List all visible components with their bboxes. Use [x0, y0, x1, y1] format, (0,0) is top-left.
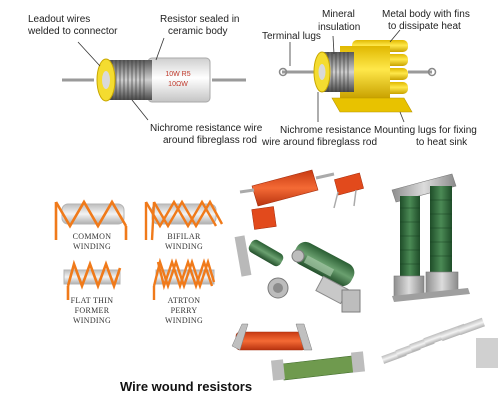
bifilar-winding: BIFILAR WINDING	[144, 199, 224, 251]
vertical-mounted-resistors-photo	[391, 173, 470, 302]
label-mineral-1: Mineral	[322, 9, 355, 20]
flat-winding-label-3: WINDING	[73, 316, 111, 325]
ayrton-winding-label-1: ATRTON	[168, 296, 201, 305]
label-mineral-2: insulation	[318, 22, 360, 33]
label-nichrome-1: Nichrome resistance wire	[150, 123, 263, 134]
ayrton-winding-label-3: WINDING	[165, 316, 203, 325]
label-metal-2: to dissipate heat	[388, 21, 461, 32]
bifilar-winding-label-1: BIFILAR	[167, 232, 201, 241]
flat-thin-former-winding: FLAT THIN FORMER WINDING	[63, 259, 122, 325]
label-leadout-1: Leadout wires	[28, 14, 90, 25]
adjustable-green-resistor-photo	[291, 241, 361, 313]
label-mounting-2: to heat sink	[416, 137, 468, 148]
metal-clad-resistor-diagram: Terminal lugs Mineral insulation Metal b…	[261, 9, 477, 148]
body-marking-2: 10ΩW	[168, 81, 188, 88]
common-winding-label-2: WINDING	[73, 242, 111, 251]
small-ceramic-resistors-photo	[381, 317, 498, 368]
label-nichrome-2: around fibreglass rod	[163, 135, 257, 146]
common-winding-label-1: COMMON	[73, 232, 112, 241]
ceramic-resistor-diagram: 10W R5 10ΩW Leadout wires welded to conn…	[27, 14, 263, 146]
end-connector	[102, 71, 110, 89]
label-nichrome-3: Nichrome resistance	[280, 125, 372, 136]
mounting-lug	[331, 97, 413, 113]
flat-winding-label-2: FORMER	[75, 306, 110, 315]
winding-types: COMMON WINDING BIFILAR WINDING FLAT THIN…	[54, 199, 224, 325]
callout-lines-2	[289, 29, 405, 123]
label-leadout-2: welded to connector	[27, 26, 118, 37]
green-small-resistor-photo	[234, 235, 289, 299]
label-mounting-1: Mounting lugs for fixing	[374, 125, 477, 136]
label-sealed-2: ceramic body	[168, 26, 227, 37]
label-terminal: Terminal lugs	[262, 31, 321, 42]
body-marking-1: 10W R5	[165, 71, 190, 78]
flat-winding-label-1: FLAT THIN	[71, 296, 114, 305]
callout-lines	[77, 37, 165, 121]
ceramic-body	[147, 57, 211, 103]
label-nichrome-4: wire around fibreglass rod	[261, 137, 377, 148]
figure-caption: Wire wound resistors	[120, 379, 252, 394]
common-winding: COMMON WINDING	[54, 199, 128, 251]
ayrton-winding-label-2: PERRY	[171, 306, 198, 315]
red-flat-resistor-photo	[239, 169, 364, 230]
label-metal-1: Metal body with fins	[382, 9, 470, 20]
green-flat-resistor-photo	[270, 351, 366, 381]
red-bracket-resistor-photo	[231, 323, 313, 351]
label-sealed-1: Resistor sealed in	[160, 14, 239, 25]
ayrton-perry-winding: ATRTON PERRY WINDING	[152, 257, 216, 325]
bifilar-winding-label-2: WINDING	[165, 242, 203, 251]
